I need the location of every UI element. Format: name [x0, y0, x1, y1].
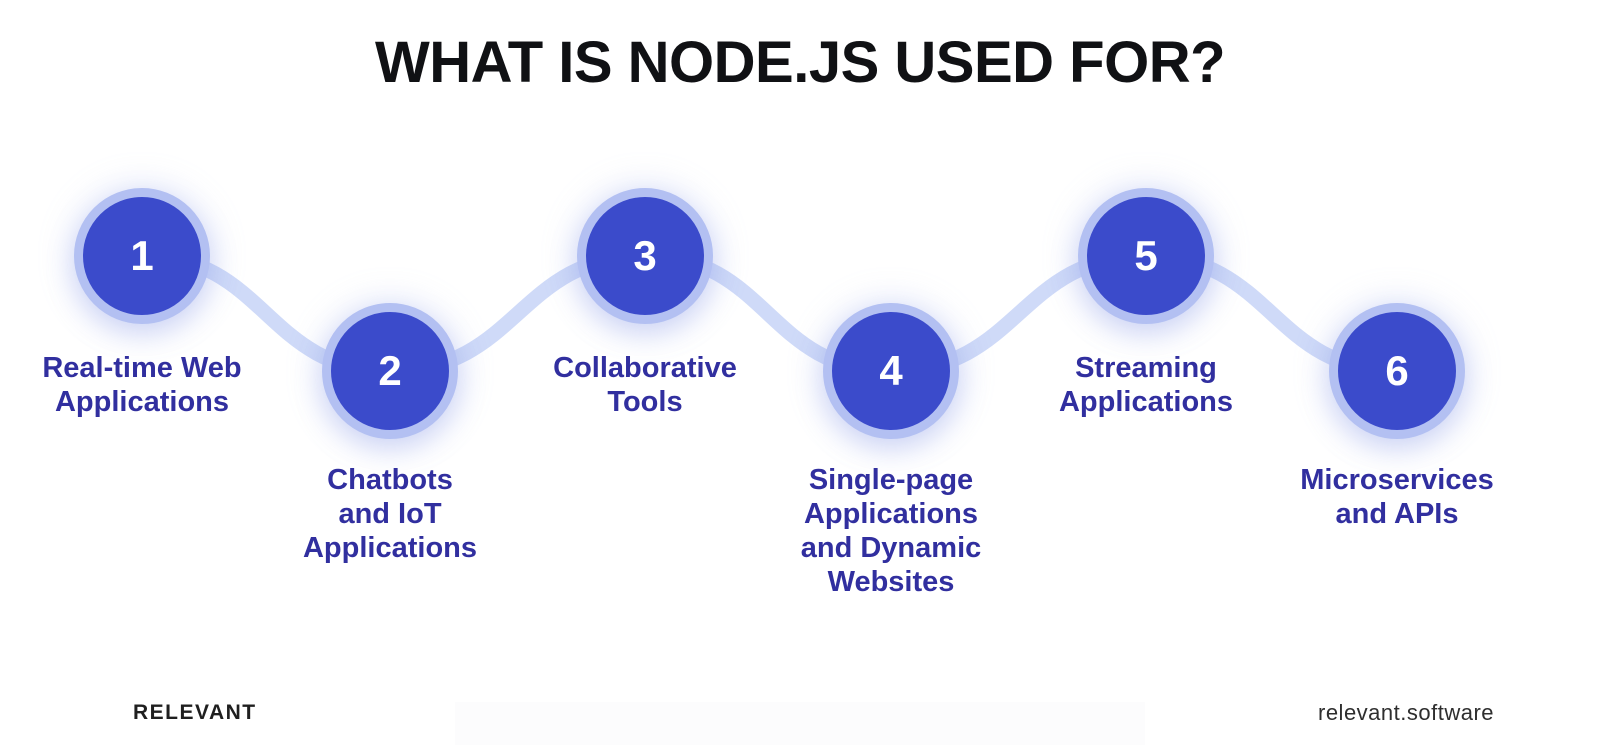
step-label-5: Streaming Applications — [1058, 352, 1234, 418]
step-label-2: Chatbots and IoT Applications — [302, 464, 478, 564]
page-title: WHAT IS NODE.JS USED FOR? — [374, 30, 1226, 95]
step-circle-6: 6 — [1329, 303, 1465, 439]
step-number-3: 3 — [633, 232, 657, 279]
step-circle-2: 2 — [322, 303, 458, 439]
step-label-3: Collaborative Tools — [553, 352, 737, 418]
step-number-5: 5 — [1134, 232, 1158, 279]
faint-background-strip — [455, 702, 1145, 745]
step-circle-5: 5 — [1078, 188, 1214, 324]
step-circle-3: 3 — [577, 188, 713, 324]
brand-logo: RELEVANT — [133, 701, 257, 724]
website-url: relevant.software — [1318, 700, 1495, 725]
step-number-2: 2 — [378, 347, 402, 394]
step-label-4: Single-page Applications and Dynamic Web… — [800, 464, 982, 598]
step-number-1: 1 — [130, 232, 154, 279]
step-label-6: Microservices and APIs — [1300, 464, 1494, 530]
step-circle-1: 1 — [74, 188, 210, 324]
step-number-6: 6 — [1385, 347, 1409, 394]
step-number-4: 4 — [879, 347, 903, 394]
step-label-1: Real-time Web Applications — [42, 352, 242, 418]
step-circle-4: 4 — [823, 303, 959, 439]
